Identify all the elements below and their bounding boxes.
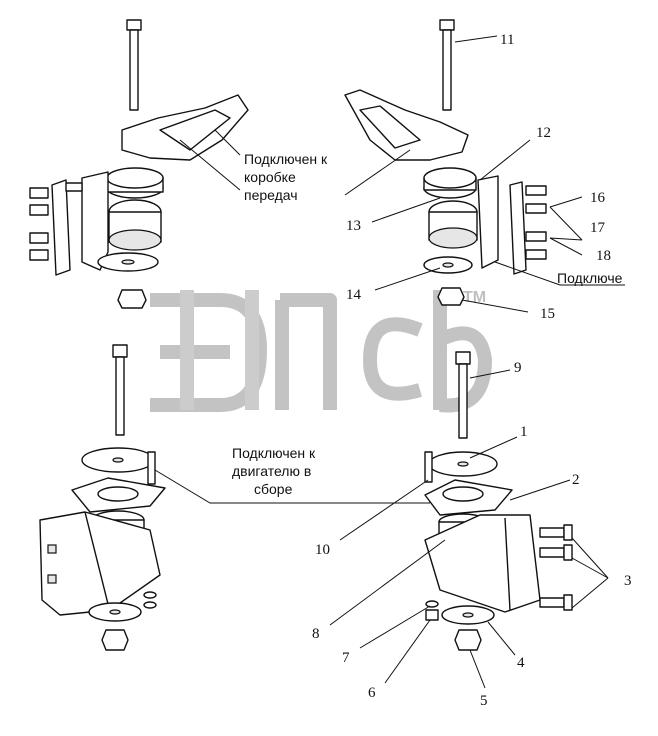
small-washer-7 (425, 600, 439, 608)
note-gearbox-line2: коробке (244, 169, 296, 185)
washer-upper-left (97, 252, 159, 272)
bracket-arm-upper-right (344, 89, 469, 161)
bolt-9 (455, 351, 471, 439)
callout-15: 15 (540, 306, 555, 322)
callout-16: 16 (590, 190, 606, 206)
note-engine-line1: Подключен к (232, 445, 316, 461)
callout-4: 4 (517, 655, 525, 671)
callout-18: 18 (596, 248, 611, 264)
washer-1 (428, 451, 498, 477)
bolt-upper-left (126, 19, 142, 111)
leader-lines (154, 35, 625, 689)
callout-17: 17 (590, 220, 606, 236)
callout-2: 2 (572, 472, 580, 488)
callout-1: 1 (520, 424, 528, 440)
note-engine-line2: двигателю в (232, 463, 311, 479)
note-engine: Подключен к двигателю в сборе (232, 445, 316, 497)
washer-bottom-lower-left (88, 602, 142, 622)
bolts-3 (539, 524, 573, 611)
rubber-cushion-12 (423, 167, 477, 199)
callout-8: 8 (312, 626, 320, 642)
support-block-upper-left (81, 171, 162, 271)
nut-15 (437, 287, 465, 306)
watermark-logo: TM (150, 289, 492, 413)
small-washers-lower-left (143, 591, 157, 609)
flange-plate-2 (424, 479, 513, 516)
pin-10 (424, 451, 433, 483)
note-gearbox-line1: Подключен к (244, 151, 328, 167)
note-gearbox-line3: передач (244, 187, 298, 203)
bolt-lower-left (112, 344, 128, 436)
washer-top-lower-left (81, 447, 155, 473)
callout-6: 6 (368, 685, 376, 701)
bracket-arm-upper-left (121, 94, 249, 161)
nut-5 (454, 629, 482, 651)
note-right-clipped: Подключе (557, 270, 623, 286)
rubber-cushion-upper-left (106, 167, 164, 199)
callout-5: 5 (480, 693, 488, 709)
side-plate-upper-right (509, 181, 547, 275)
callout-11: 11 (500, 32, 514, 48)
callout-7: 7 (342, 650, 350, 666)
callout-3: 3 (624, 573, 632, 589)
bracket-lower-left (39, 511, 161, 616)
bracket-lower-right (424, 514, 541, 613)
callout-numbers: 11 12 13 14 15 16 17 18 9 1 2 3 4 5 6 7 … (312, 32, 632, 709)
callout-12: 12 (536, 125, 551, 141)
callout-14: 14 (346, 287, 362, 303)
flange-plate-lower-left (71, 477, 166, 513)
callout-9: 9 (514, 360, 522, 376)
small-nut-6 (425, 609, 439, 621)
bolt-11 (439, 19, 455, 111)
callout-10: 10 (315, 542, 330, 558)
nut-lower-left (101, 629, 129, 651)
watermark-trademark: TM (463, 289, 486, 306)
side-plate-upper-left (29, 179, 83, 276)
note-gearbox: Подключен к коробке передач (244, 151, 328, 203)
nut-upper-left (117, 289, 147, 309)
callout-13: 13 (346, 218, 361, 234)
pin-lower-left (147, 451, 156, 485)
support-block-13 (428, 175, 499, 269)
washer-4 (441, 605, 495, 625)
note-engine-line3: сборе (254, 481, 293, 497)
